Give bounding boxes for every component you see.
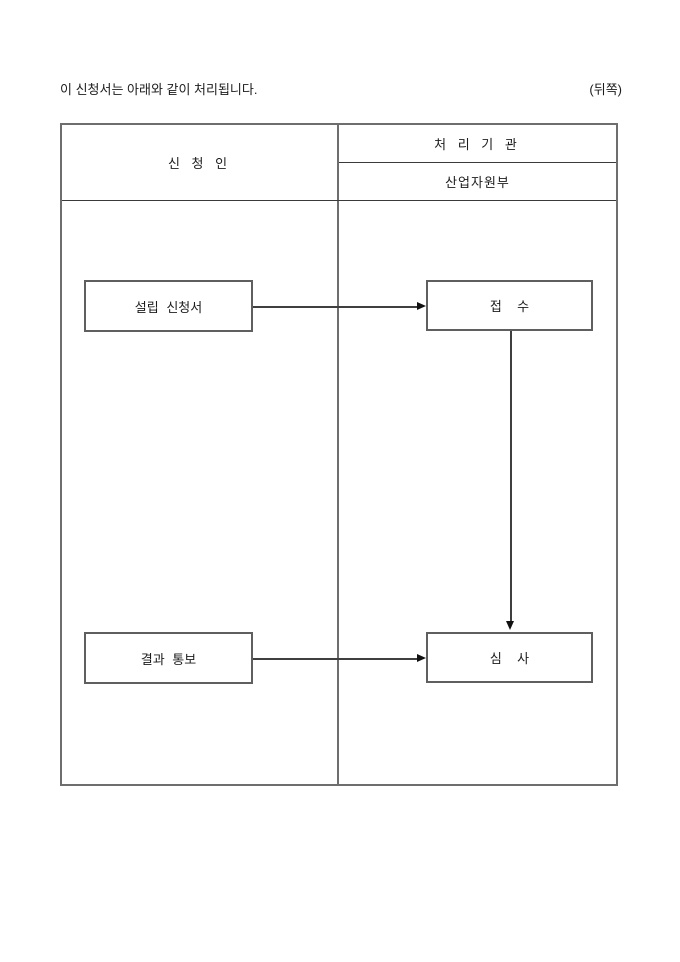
agency-column-header: 처 리 기 관 [434, 137, 521, 152]
agency-subheader-divider-line [339, 162, 616, 163]
flow-box-receipt-label: 접 수 [489, 299, 530, 314]
intro-text: 이 신청서는 아래와 같이 처리됩니다. [60, 81, 258, 97]
arrow-shaft [253, 306, 419, 308]
flow-box-application-label: 설립 신청서 [134, 299, 203, 315]
arrow-application-to-receipt [253, 302, 426, 311]
arrow-receipt-to-review [506, 331, 515, 630]
arrowhead-right-icon [417, 654, 426, 662]
flow-box-review-label: 심 사 [489, 651, 530, 666]
arrow-shaft [253, 658, 419, 660]
intro-line: 이 신청서는 아래와 같이 처리됩니다. (뒤쪽) [60, 80, 622, 97]
flow-box-application: 설립 신청서 [84, 280, 253, 332]
arrowhead-right-icon [417, 302, 426, 310]
flow-box-result: 결과 통보 [84, 632, 253, 684]
header-bottom-line [62, 200, 616, 201]
flow-box-receipt: 접 수 [426, 280, 593, 331]
column-divider-line [337, 125, 339, 784]
arrowhead-down-icon [506, 621, 514, 630]
flow-box-review: 심 사 [426, 632, 593, 683]
back-side-label: (뒤쪽) [589, 81, 622, 97]
process-flow-table: 신 청 인 처 리 기 관 산업자원부 설립 신청서 접 수 결과 통보 심 사 [60, 123, 618, 786]
arrow-shaft [509, 331, 512, 623]
flow-box-result-label: 결과 통보 [140, 651, 197, 667]
applicant-column-header: 신 청 인 [167, 156, 232, 171]
agency-name: 산업자원부 [445, 175, 510, 190]
arrow-result-to-review [253, 654, 426, 663]
